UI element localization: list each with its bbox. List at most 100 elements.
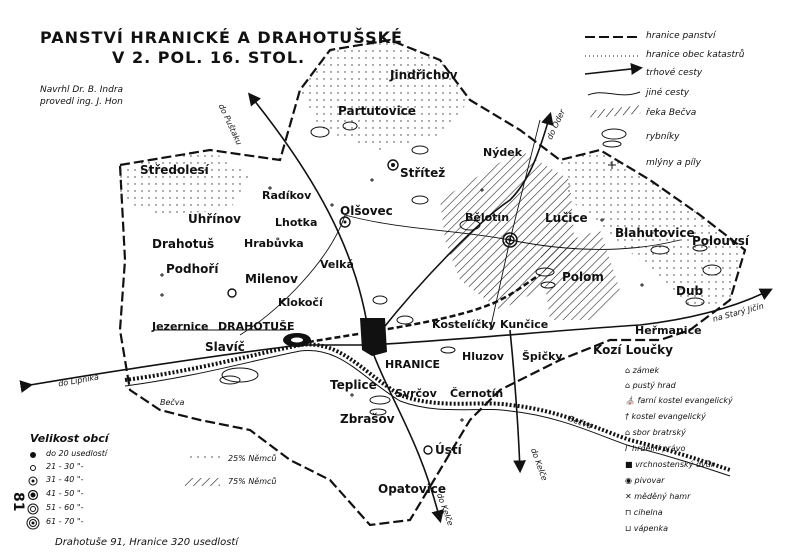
place-slavic: Slavíč [205,340,245,354]
size-unit-3: "- [76,475,84,484]
footer-note: Drahotuše 91, Hranice 320 usedlostí [55,537,239,548]
place-partutovice: Partutovice [338,104,416,118]
legend-label-parish-church: farní kostel evangelický [637,396,733,405]
german-25-area [300,40,470,150]
place-kozi-loucky: Kozí Loučky [593,343,673,357]
place-hermanice: Heřmanice [635,324,702,337]
legend-label-manor-farm: vrchnostenský dvůr [635,460,715,469]
size-unit-6: "- [76,517,84,526]
place-opatovice: Opatovice [378,482,447,496]
map-title-line-2: V 2. POL. 16. STOL. [112,48,306,67]
place-hluzov: Hluzov [462,350,504,363]
credit-line-1: Navrhl Dr. B. Indra [40,85,124,95]
church-icon: † [625,412,629,421]
size-legend-title: Velikost obcí [30,432,109,445]
place-radikov: Radíkov [262,189,312,202]
place-blahutovice: Blahutovice [615,226,695,240]
trade-road-oder [369,111,554,346]
place-polouvsi: Polouvsí [692,234,750,248]
brethren-church-icon: ⌂ [625,428,631,437]
legend-label-ponds: rybníky [646,132,680,142]
legend-label-limeworks: vápenka [633,524,669,533]
size-range-2: 21 - 30 [46,462,75,471]
milenov-center-icon [227,288,237,298]
legend-road-sample [587,91,641,96]
place-usti: Ústí [435,443,462,457]
castle-icon: ⌂ [625,366,631,375]
legend-label-mills: mlýny a píly [646,158,701,168]
legend-label-castle: zámek [632,366,660,375]
place-dub: Dub [676,284,704,298]
place-kostelicky: Kostelíčky [432,318,496,331]
trade-road-north [248,92,371,346]
place-drahotuse: DRAHOTUŠE [218,320,295,333]
place-spicky: Špičky [522,350,563,363]
legend-label-other-road: jiné cesty [646,88,690,98]
legend-label-gallows: hrdelní právo [632,444,686,453]
ruined-castle-icon: ⌂ [625,381,631,390]
place-kuncice: Kunčice [500,318,549,331]
legend-label-german-75: 75% Němců [228,477,277,486]
place-hranice: HRANICE [385,358,441,371]
place-olsovec: Olšovec [340,204,393,218]
parish-church-icon: ⛪ [625,396,635,405]
road-2 [344,214,511,241]
legend-label-brethren: sbor bratrský [632,428,686,437]
page-number: 81 [10,492,26,512]
gallows-icon: Γ [625,444,630,453]
size-range-1: do 20 [46,449,69,458]
hranice-blob [360,318,387,356]
legend-river-sample [589,105,641,119]
map-title-line-1: PANSTVÍ HRANICKÉ A DRAHOTUŠSKÉ [40,28,403,47]
place-hrabuvka: Hrabůvka [244,237,304,250]
mills [160,178,644,422]
legend-label-trade-road: trhové cesty [646,68,703,78]
manor-farm-icon: ■ [625,460,633,469]
limeworks-icon: ⊔ [625,524,632,533]
ponds [219,121,722,416]
belotin-center-icon [502,232,518,248]
usti-center-icon [423,445,433,455]
river-label-becva-1: Bečva [160,398,185,407]
legend-label-cadastre: hranice obec katastrů [646,50,745,60]
trade-road-south [369,344,444,524]
stritez-center-icon [387,159,399,171]
trade-road-west [19,344,370,393]
size-range-6: 61 - 70 [46,517,75,526]
place-cernotin: Černotín [450,387,504,400]
german-25-area-2 [120,150,250,215]
legend-label-river: řeka Bečva [646,108,697,118]
legend-pond-sample [601,128,627,140]
olsovec-center-icon [339,216,351,228]
size-unit-2: "- [76,462,84,471]
place-polom: Polom [562,270,604,284]
german-25-area-3 [560,150,745,310]
trade-road-east [369,288,773,346]
place-lucice: Lučice [545,211,588,225]
legend-label-boundary: hranice panství [646,31,716,41]
place-jindrichov: Jindřichov [390,68,458,82]
legend-label-church: kostel evangelický [631,412,706,421]
legend-label-ruined-castle: pustý hrad [632,381,676,390]
place-zbrasov: Zbrašov [340,412,395,426]
credit-line-2: provedl ing. J. Hon [40,97,123,107]
hammer-mill-icon: ✕ [625,492,632,501]
size-unit-1: usedlostí [71,449,108,458]
place-nydek: Nýdek [483,146,523,159]
place-teplice: Teplice [330,378,377,392]
place-stritez: Střítež [400,166,446,180]
river-becva-north [289,273,541,347]
place-belotin: Bělotín [465,211,510,224]
place-uhrinov: Uhřínov [188,212,241,226]
legend-mill-sample [608,161,616,169]
size-legend-markers [26,452,40,530]
place-jezernice: Jezernice [152,320,209,333]
place-drahotus: Drahotuš [152,237,215,251]
road-3 [509,239,681,250]
german-75-area-2 [540,230,620,320]
size-range-4: 41 - 50 [46,489,75,498]
legend-label-brickworks: cihelna [633,508,663,517]
river-becva [124,342,731,472]
place-podhori: Podhoří [166,262,219,276]
size-range-5: 51 - 60 [46,503,75,512]
